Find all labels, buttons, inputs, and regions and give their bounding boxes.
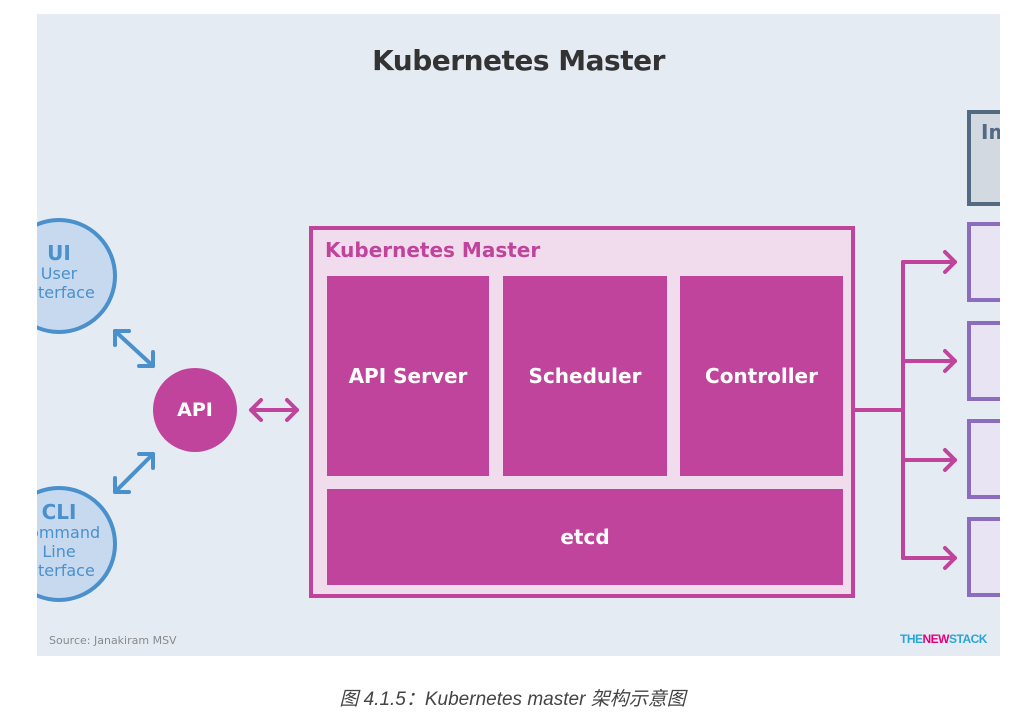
brand-logo-stack: STACK: [949, 632, 987, 646]
cli-api-arrow: [113, 452, 155, 494]
brand-logo-the: THE: [900, 632, 923, 646]
node-box: [967, 222, 1000, 302]
master-label: Kubernetes Master: [325, 238, 541, 262]
cli-line3: Interface: [37, 561, 95, 580]
controller-box: Controller: [680, 276, 843, 476]
etcd-box: etcd: [327, 489, 843, 585]
cli-client-circle: CLI Command Line Interface: [37, 486, 117, 602]
source-note: Source: Janakiram MSV: [49, 634, 177, 647]
cli-line1: Command: [37, 523, 101, 542]
image-registry-box: Image Registry: [967, 110, 1000, 206]
cli-abbr: CLI: [41, 500, 77, 524]
scheduler-label: Scheduler: [528, 364, 642, 388]
brand-logo: THENEWSTACK: [900, 632, 987, 646]
node-box: [967, 419, 1000, 499]
node-box: [967, 321, 1000, 401]
ui-api-arrow: [113, 329, 155, 368]
ui-line2: Interface: [37, 283, 95, 302]
figure-caption: 图 4.1.5：Kubernetes master 架构示意图: [339, 689, 686, 710]
node-box: [967, 517, 1000, 597]
ui-line1: User: [40, 264, 78, 283]
connector-arrows: [113, 250, 957, 570]
api-server-box: API Server: [327, 276, 489, 476]
scheduler-box: Scheduler: [503, 276, 667, 476]
master-box: Kubernetes Master API Server Scheduler C…: [309, 226, 855, 598]
image-registry-label: Image Registry: [981, 120, 1000, 144]
api-label: API: [177, 399, 213, 421]
diagram-panel: Kubernetes Master UI U: [37, 14, 1000, 656]
brand-logo-new: NEW: [922, 632, 950, 646]
ui-abbr: UI: [47, 241, 71, 265]
controller-label: Controller: [705, 364, 818, 388]
etcd-label: etcd: [560, 525, 610, 549]
cli-line2: Line: [42, 542, 76, 561]
diagram-title: Kubernetes Master: [372, 44, 665, 77]
api-circle: API: [153, 368, 237, 452]
api-server-label: API Server: [348, 364, 468, 388]
